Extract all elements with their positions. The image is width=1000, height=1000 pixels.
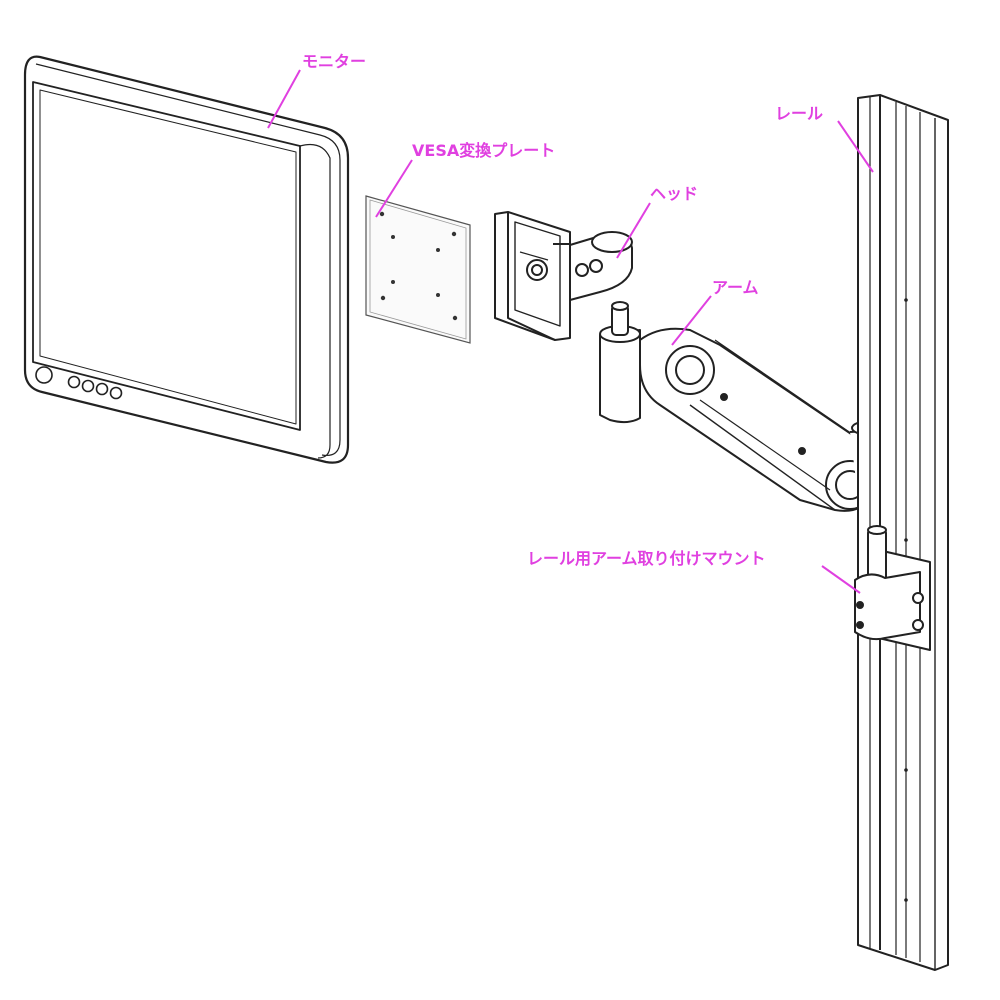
monitor [23,55,350,464]
button-icon [81,379,95,393]
label-rail: レール [775,104,824,123]
monitor-buttons [35,366,123,400]
leader-head [616,202,651,259]
leader-vesa-plate [375,159,413,218]
label-arm: アーム [712,278,759,297]
head [494,211,633,341]
vesa-plate [365,195,471,344]
button-icon [109,386,123,400]
leader-rail [837,120,874,173]
power-button-icon [35,366,53,384]
arm [599,301,889,513]
label-vesa-plate: VESA変換プレート [412,141,556,160]
leader-arm [671,295,712,346]
leader-rail-mount [821,565,861,594]
label-monitor: モニター [302,52,367,71]
button-icon [95,382,109,396]
leader-lines [267,69,874,594]
button-icon [67,375,81,389]
label-rail-mount: レール用アーム取り付けマウント [527,549,766,568]
label-head: ヘッド [650,184,699,203]
rail-mount [854,525,931,651]
leader-monitor [267,69,301,129]
rail [857,94,949,971]
